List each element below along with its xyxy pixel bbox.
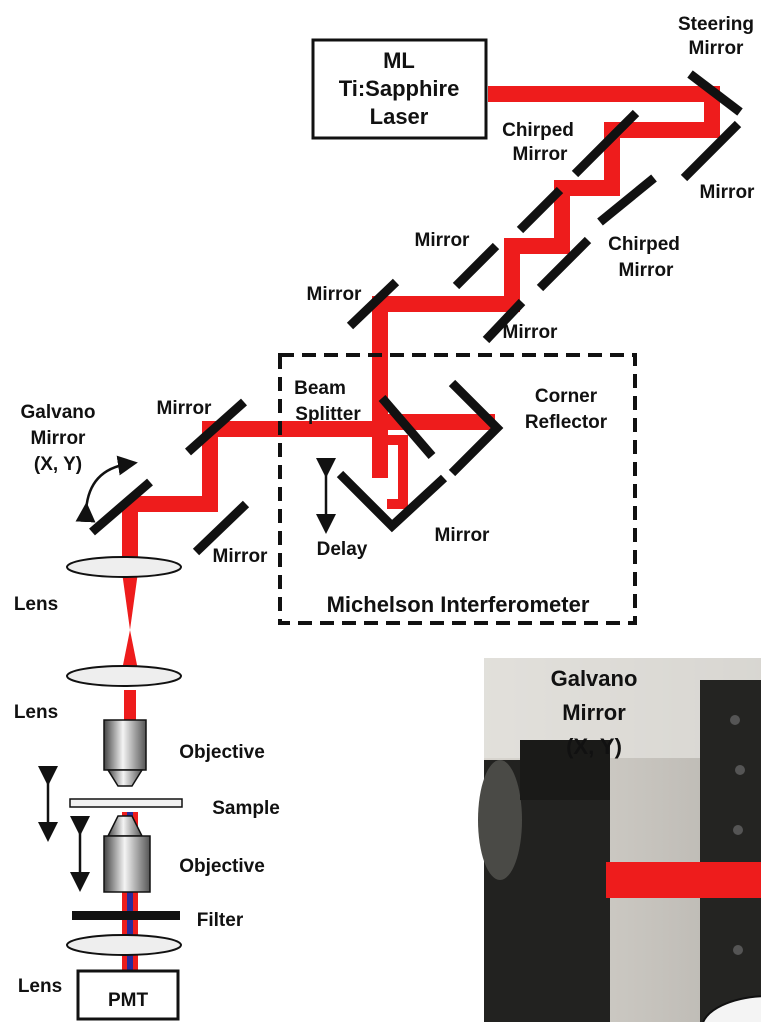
- beam-to-first-lens: [122, 504, 138, 562]
- chirped-mirror-bottom-3: [482, 298, 526, 344]
- objective-label-2: Objective: [179, 856, 265, 877]
- chirped-top-label-line2: Mirror: [513, 144, 569, 165]
- laser-label-line2: Ti:Sapphire: [339, 76, 460, 101]
- pmt-label: PMT: [108, 990, 149, 1011]
- chirped-mirror-bottom-2: [536, 236, 592, 292]
- beam-splitter-mirror: [378, 395, 436, 459]
- delay-mirror: [336, 470, 448, 533]
- beam-converging: [122, 572, 138, 630]
- mirror-interferometer-label: Mirror: [435, 525, 491, 546]
- galvano-rotation-arrow: [75, 455, 138, 523]
- michelson-interferometer-box: [278, 353, 637, 625]
- mirrors: [89, 70, 743, 556]
- beam-to-objective: [124, 690, 136, 720]
- objective-bottom: [103, 815, 151, 893]
- mirror-left-label: Mirror: [307, 284, 363, 305]
- delay-label: Delay: [317, 539, 368, 560]
- mirror-galvano-side-label: Mirror: [157, 398, 213, 419]
- interferometer-arms: [387, 435, 408, 509]
- pmt-box: [76, 969, 180, 1021]
- photo-galvano-label-line2: Mirror: [562, 700, 626, 725]
- chirped-mirror-top-1: [571, 109, 640, 178]
- labels: Steering Mirror Chirped Mirror Mirror Mi…: [14, 14, 755, 1011]
- objective-label-1: Objective: [179, 742, 265, 763]
- focused-beam: [122, 504, 138, 720]
- chirped-bottom-label-line2: Mirror: [619, 260, 675, 281]
- photo-galvano-label-line3: (X, Y): [566, 734, 622, 759]
- beam-splitter-label-line2: Splitter: [295, 404, 361, 425]
- corner-reflector-label-line2: Reflector: [525, 412, 608, 433]
- steering-label-line2: Mirror: [689, 38, 745, 59]
- steering-label-line1: Steering: [678, 14, 754, 35]
- galvano-photo: [478, 658, 761, 1022]
- filter-plate: [72, 911, 180, 920]
- sample-label: Sample: [212, 798, 280, 819]
- galvano-label-line3: (X, Y): [34, 454, 82, 475]
- galvano-label-line2: Mirror: [31, 428, 87, 449]
- first-lens: [66, 556, 182, 578]
- photo-galvano-label-line1: Galvano: [551, 666, 638, 691]
- beam-diverging: [122, 630, 138, 670]
- lens-label-3: Lens: [18, 976, 62, 997]
- galvano-side-mirror: [185, 398, 247, 456]
- sample-slide: [69, 798, 183, 808]
- filter-label: Filter: [197, 910, 244, 931]
- photo-laser-beam: [606, 862, 761, 898]
- chirped-mirror-bottom-1: [597, 174, 657, 226]
- right-mirror: [680, 120, 742, 182]
- galvano-label-line1: Galvano: [21, 402, 96, 423]
- upper-left-mirror: [346, 278, 400, 330]
- lens-label-2: Lens: [14, 702, 58, 723]
- third-lens: [66, 934, 182, 956]
- chirped-mirror-top-2: [516, 186, 564, 234]
- galvano-lower-mirror: [192, 500, 250, 556]
- corner-reflector-mirror: [448, 379, 504, 477]
- chirped-bottom-label-line1: Chirped: [608, 234, 680, 255]
- laser-label-line1: ML: [383, 48, 415, 73]
- objective-top: [103, 719, 147, 787]
- interferometer-label: Michelson Interferometer: [327, 592, 590, 617]
- corner-reflector-label-line1: Corner: [535, 386, 598, 407]
- mirror-galvano-lower-label: Mirror: [213, 546, 269, 567]
- mirror-lower-label: Mirror: [503, 322, 559, 343]
- chirped-top-label-line1: Chirped: [502, 120, 574, 141]
- laser-beam-path: [130, 86, 720, 512]
- lens-label-1: Lens: [14, 594, 58, 615]
- steering-mirror: [687, 70, 743, 116]
- beam-splitter-label-line1: Beam: [294, 378, 346, 399]
- laser-label-line3: Laser: [370, 104, 429, 129]
- second-lens: [66, 665, 182, 687]
- mirror-upper-left-label: Mirror: [415, 230, 471, 251]
- chirped-mirror-top-3: [452, 242, 500, 290]
- mirror-right-label: Mirror: [700, 182, 756, 203]
- laser-box: ML Ti:Sapphire Laser: [311, 38, 488, 140]
